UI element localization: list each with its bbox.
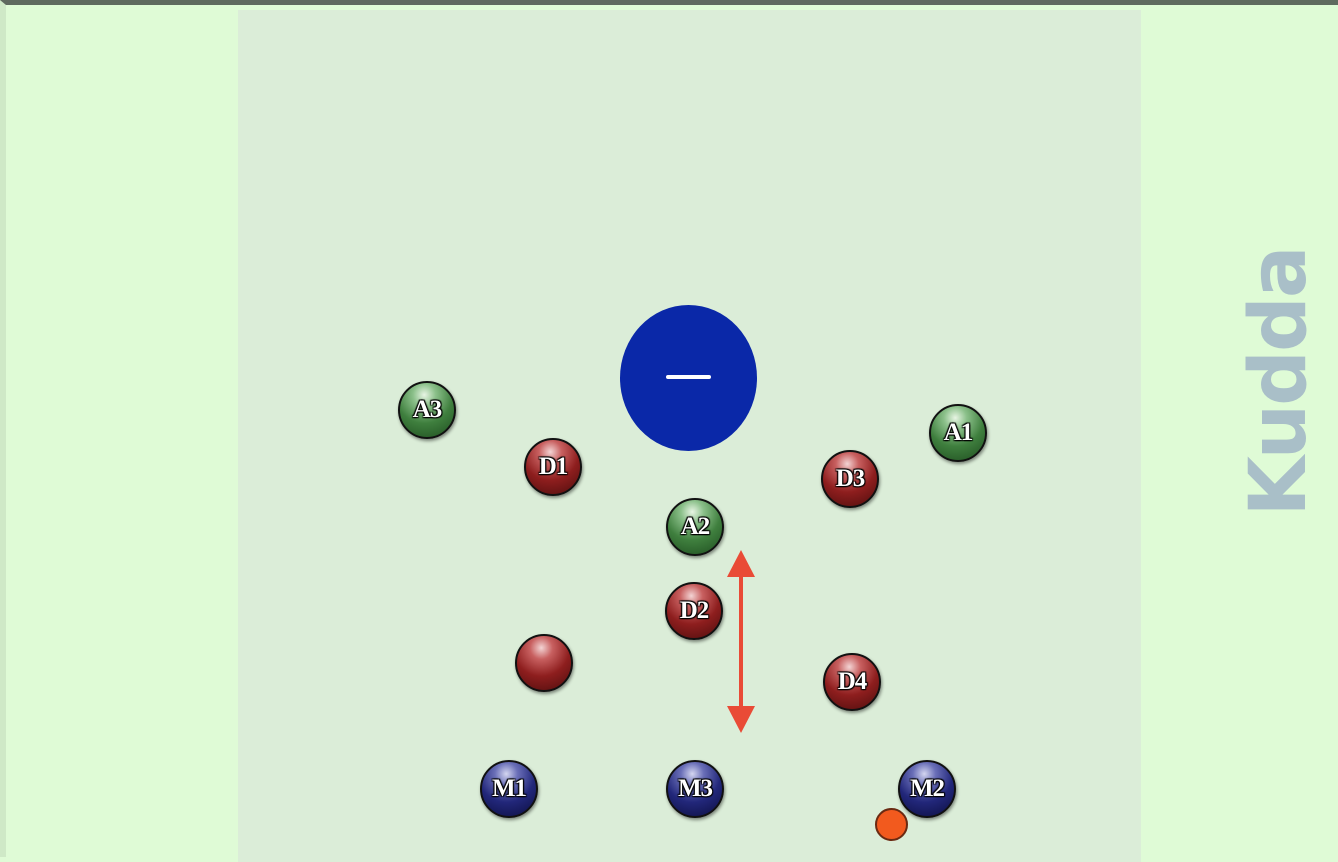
goal-circle[interactable] [620, 305, 757, 451]
goal-marker-line [666, 375, 711, 379]
player-M3-label: M3 [677, 775, 713, 802]
player-D2[interactable]: D2 [665, 582, 723, 640]
player-A1-label: A1 [943, 419, 974, 446]
player-A3[interactable]: A3 [398, 381, 456, 439]
player-D1[interactable]: D1 [524, 438, 582, 496]
player-A3-label: A3 [412, 396, 443, 423]
player-D1-label: D1 [538, 453, 569, 480]
player-M2[interactable]: M2 [898, 760, 956, 818]
player-A2-label: A2 [680, 513, 711, 540]
player-D4[interactable]: D4 [823, 653, 881, 711]
player-M1-label: M1 [491, 775, 527, 802]
player-M1[interactable]: M1 [480, 760, 538, 818]
watermark-text: Kudda [1234, 247, 1324, 517]
player-D2-label: D2 [679, 597, 710, 624]
player-D4-label: D4 [837, 668, 868, 695]
player-M2-label: M2 [909, 775, 945, 802]
player-D3-label: D3 [835, 465, 866, 492]
player-A2[interactable]: A2 [666, 498, 724, 556]
player-M3[interactable]: M3 [666, 760, 724, 818]
watermark-logo: Kudda [1229, 237, 1329, 527]
player-A1[interactable]: A1 [929, 404, 987, 462]
ball[interactable] [875, 808, 908, 841]
player-defender-unlabelled[interactable] [515, 634, 573, 692]
player-D3[interactable]: D3 [821, 450, 879, 508]
